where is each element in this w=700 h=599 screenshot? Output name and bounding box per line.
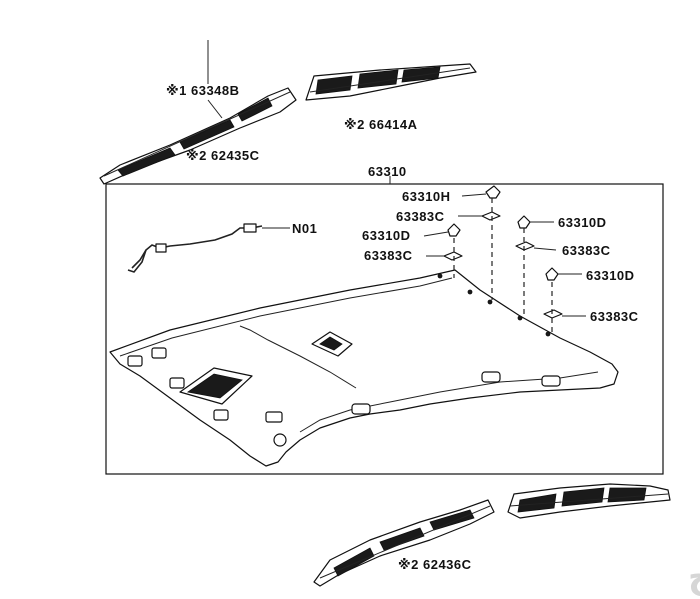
watermark: حراج xyxy=(688,557,700,597)
label-63383c-1: 63383C xyxy=(396,209,445,224)
roof-rail-62436c xyxy=(313,499,495,587)
label-63310d-2: 63310D xyxy=(558,215,607,230)
clips-group xyxy=(423,185,586,334)
roof-rail-62435c xyxy=(99,87,297,185)
label-63383c-3: 63383C xyxy=(562,243,611,258)
label-63383c-2: 63383C xyxy=(364,248,413,263)
assembly-frame xyxy=(105,183,664,475)
headliner-63310 xyxy=(109,269,619,467)
label-62435c: ※2 62435C xyxy=(186,148,260,163)
label-63310d-3: 63310D xyxy=(586,268,635,283)
label-66414a: ※2 66414A xyxy=(344,117,418,132)
label-63348b: ※1 63348B xyxy=(166,83,240,98)
label-63310: 63310 xyxy=(368,164,407,179)
label-62436c: ※2 62436C xyxy=(398,557,472,572)
label-n01: N01 xyxy=(292,221,317,236)
wire-harness-n01 xyxy=(127,223,290,273)
trim-66414a xyxy=(305,63,477,101)
trim-bottom-right xyxy=(507,483,671,519)
label-63310d-1: 63310D xyxy=(362,228,411,243)
label-63310h: 63310H xyxy=(402,189,451,204)
label-63383c-4: 63383C xyxy=(590,309,639,324)
